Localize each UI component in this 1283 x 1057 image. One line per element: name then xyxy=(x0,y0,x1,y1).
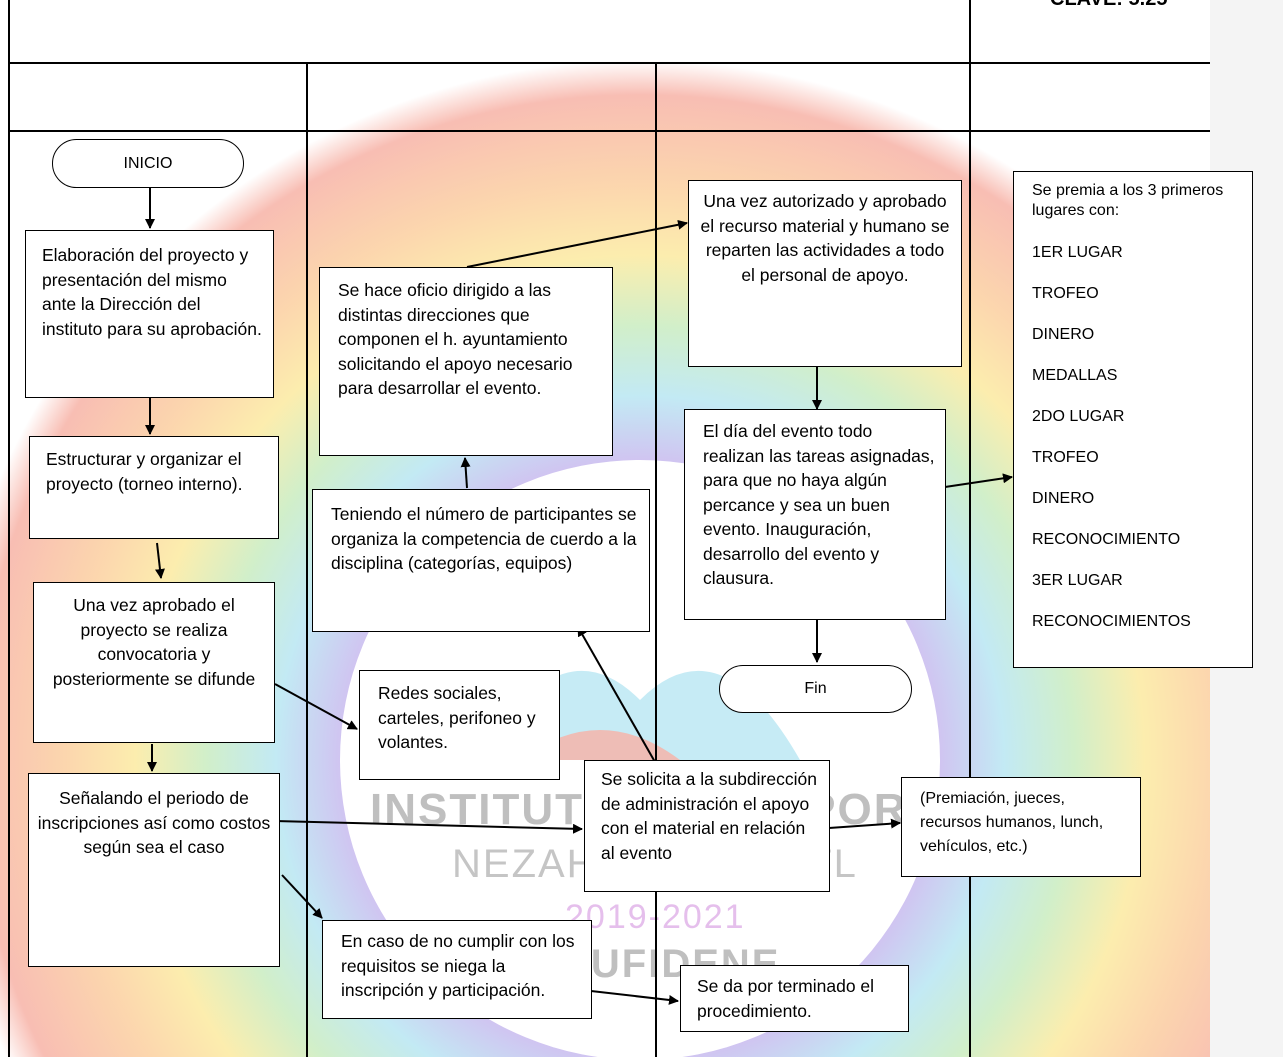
box-premiacion-text: (Premiación, jueces, recursos humanos, l… xyxy=(920,790,1104,855)
box-no-cumplir-text: En caso de no cumplir con los requisitos… xyxy=(341,931,575,1000)
box-oficio: Se hace oficio dirigido a las distintas … xyxy=(319,267,613,456)
grid-line-col3 xyxy=(655,62,657,1057)
box-dia-evento-text: El día del evento todo realizan las tare… xyxy=(703,421,935,588)
box-periodo-text: Señalando el periodo de inscripciones as… xyxy=(37,788,271,857)
box-elaboracion: Elaboración del proyecto y presentación … xyxy=(25,230,274,398)
box-convocatoria: Una vez aprobado el proyecto se realiza … xyxy=(33,582,275,743)
prize-item: DINERO xyxy=(1032,326,1095,343)
box-no-cumplir: En caso de no cumplir con los requisitos… xyxy=(322,920,592,1019)
box-terminado: Se da por terminado el procedimiento. xyxy=(680,965,909,1032)
grid-line-right xyxy=(969,0,971,1057)
prize-item: DINERO xyxy=(1032,490,1095,507)
start-terminal: INICIO xyxy=(52,139,244,188)
box-autorizado: Una vez autorizado y aprobado el recurso… xyxy=(688,180,962,367)
grid-line-row2 xyxy=(8,130,1210,132)
grid-line-row1 xyxy=(8,62,1210,64)
prize-item: 3ER LUGAR xyxy=(1032,572,1123,589)
box-teniendo: Teniendo el número de participantes se o… xyxy=(312,489,650,632)
prize-item: 1ER LUGAR xyxy=(1032,244,1123,261)
clave-header-text: CLAVE: 5.25 xyxy=(1050,0,1167,11)
watermark-years: 2019-2021 xyxy=(565,898,746,936)
prizes-intro: Se premia a los 3 primeros lugares con: xyxy=(1032,182,1224,219)
grid-line-left xyxy=(8,0,10,1057)
box-estructurar-text: Estructurar y organizar el proyecto (tor… xyxy=(46,449,243,494)
end-terminal: Fin xyxy=(719,665,912,713)
box-autorizado-text: Una vez autorizado y aprobado el recurso… xyxy=(700,191,950,285)
box-convocatoria-text: Una vez aprobado el proyecto se realiza … xyxy=(52,595,256,689)
prize-item: 2DO LUGAR xyxy=(1032,408,1125,425)
box-teniendo-text: Teniendo el número de participantes se o… xyxy=(331,504,637,573)
box-redes: Redes sociales, carteles, perifoneo y vo… xyxy=(359,670,560,780)
box-redes-text: Redes sociales, carteles, perifoneo y vo… xyxy=(378,683,536,752)
box-periodo: Señalando el periodo de inscripciones as… xyxy=(28,773,280,967)
box-estructurar: Estructurar y organizar el proyecto (tor… xyxy=(29,436,279,539)
box-solicita: Se solicita a la subdirección de adminis… xyxy=(584,760,830,892)
box-prizes: Se premia a los 3 primeros lugares con: … xyxy=(1013,171,1253,668)
box-terminado-text: Se da por terminado el procedimiento. xyxy=(697,976,875,1021)
prize-item: TROFEO xyxy=(1032,285,1099,302)
grid-line-col2 xyxy=(306,62,308,1057)
prize-item: TROFEO xyxy=(1032,449,1099,466)
prize-item: MEDALLAS xyxy=(1032,367,1118,384)
box-elaboracion-text: Elaboración del proyecto y presentación … xyxy=(42,245,262,339)
box-premiacion: (Premiación, jueces, recursos humanos, l… xyxy=(901,777,1141,877)
prize-item: RECONOCIMIENTOS xyxy=(1032,613,1191,630)
prize-item: RECONOCIMIENTO xyxy=(1032,531,1181,548)
box-solicita-text: Se solicita a la subdirección de adminis… xyxy=(601,769,817,863)
box-dia-evento: El día del evento todo realizan las tare… xyxy=(684,409,946,620)
box-oficio-text: Se hace oficio dirigido a las distintas … xyxy=(338,280,573,398)
